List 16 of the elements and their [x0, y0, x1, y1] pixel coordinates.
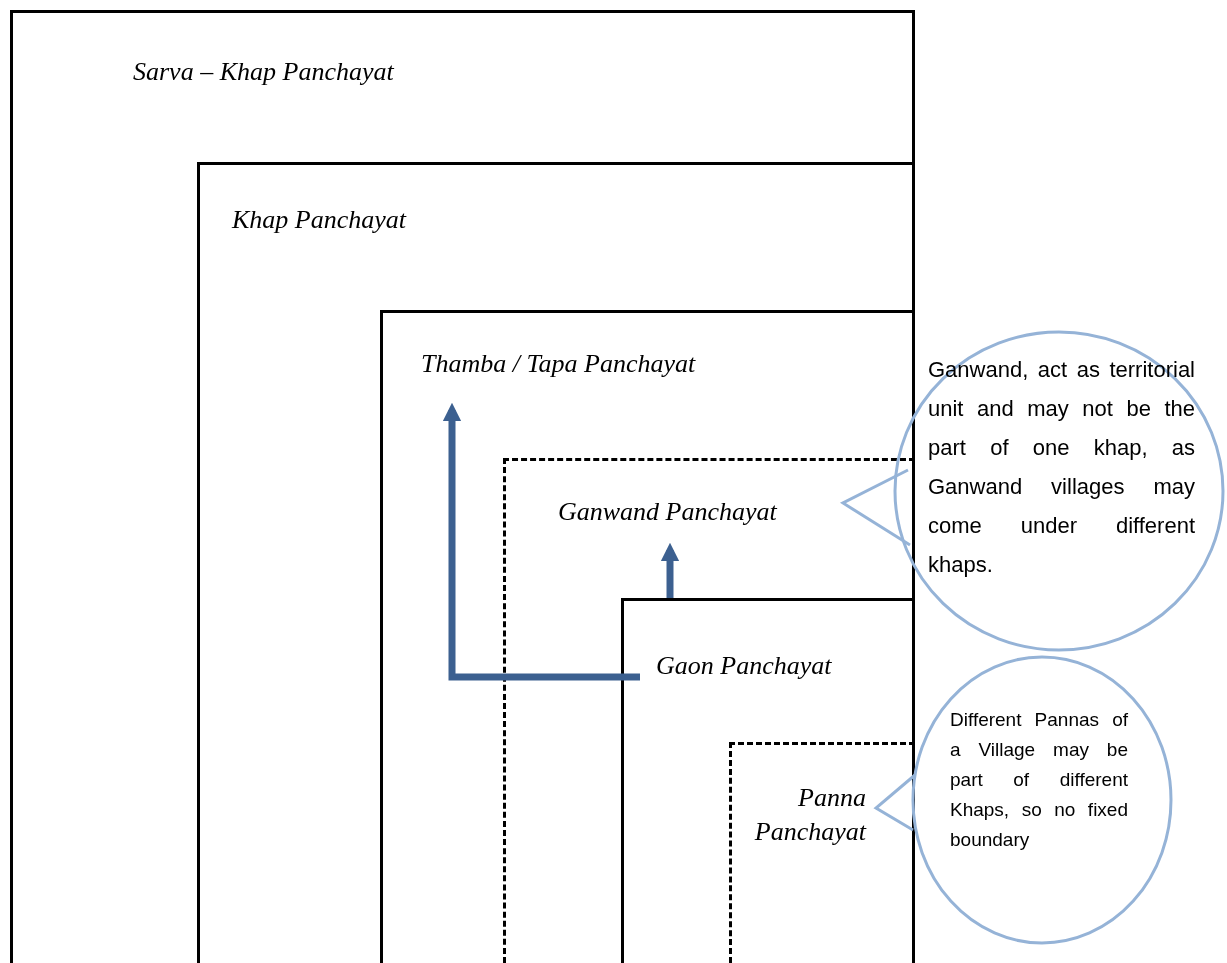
level-title: Panna Panchayat	[753, 782, 866, 848]
callout-bubble	[893, 330, 1225, 652]
callout-text: Different Pannas of a Village may be part of different Khaps, so no fixed boundary	[950, 708, 1128, 852]
level-title: Thamba / Tapa Panchayat	[421, 348, 696, 380]
callout-text: Ganwand, act as territorial unit and may not be the part of one khap, as Ganwand villages may come under different khaps.	[928, 356, 1195, 579]
level-title: Gaon Panchayat	[656, 650, 832, 682]
dashed-level-box	[503, 458, 915, 963]
callout-bubble	[911, 655, 1173, 945]
level-box	[10, 10, 915, 963]
level-title: Sarva – Khap Panchayat	[133, 56, 394, 88]
dashed-level-box	[729, 742, 915, 963]
level-box	[621, 598, 915, 963]
level-title: Khap Panchayat	[232, 204, 407, 236]
level-box	[197, 162, 915, 963]
level-box	[380, 310, 915, 963]
level-title: Ganwand Panchayat	[558, 496, 777, 528]
